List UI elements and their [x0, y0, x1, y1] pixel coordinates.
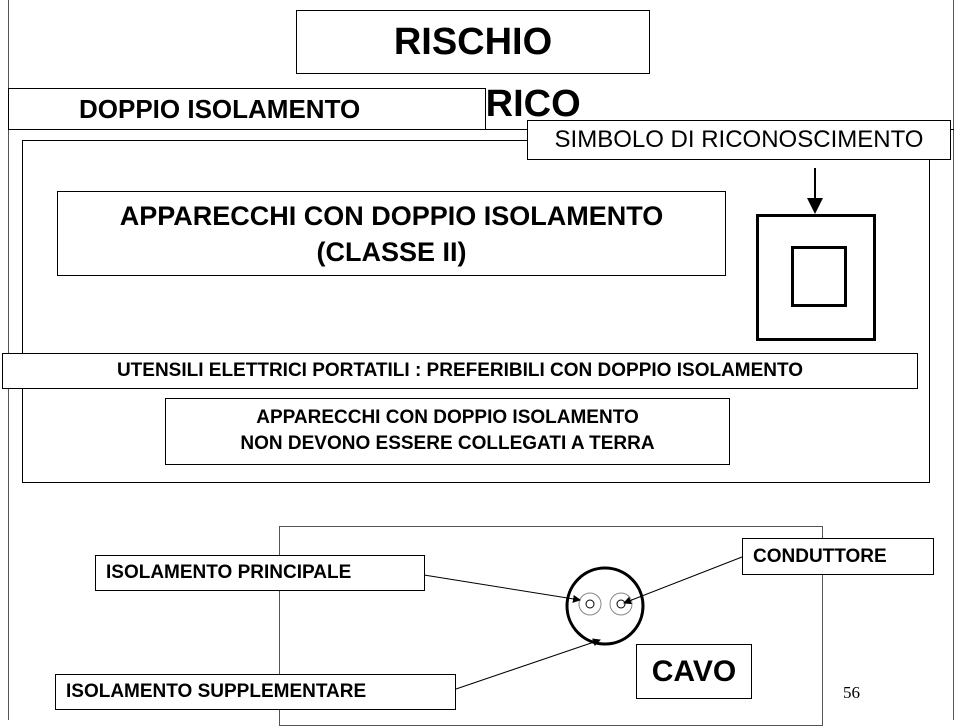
cable-outer-sheath [565, 566, 645, 646]
symbol-label: SIMBOLO DI RICONOSCIMENTO [527, 120, 951, 160]
conductor-leader [623, 556, 743, 605]
class-ii-line2: (CLASSE II) [316, 237, 467, 267]
cable-label: CAVO [636, 644, 752, 699]
content-frame [22, 140, 930, 483]
main-insulation-label: ISOLAMENTO PRINCIPALE [95, 555, 425, 591]
class-ii-symbol-icon [756, 214, 876, 341]
class-ii-line1: APPARECCHI CON DOPPIO ISOLAMENTO [119, 201, 664, 231]
supplementary-insulation-leader [455, 638, 601, 690]
conductor-left-insulation [578, 592, 602, 616]
tools-note: UTENSILI ELETTRICI PORTATILI : PREFERIBI… [2, 353, 918, 389]
class-ii-symbol-inner [791, 246, 847, 307]
earth-note: APPARECCHI CON DOPPIO ISOLAMENTO NON DEV… [165, 398, 730, 465]
main-insulation-leader [423, 574, 581, 603]
section-subtitle: DOPPIO ISOLAMENTO [8, 88, 486, 130]
class-ii-box: APPARECCHI CON DOPPIO ISOLAMENTO (CLASSE… [57, 191, 726, 276]
conductor-label: CONDUTTORE [742, 538, 934, 575]
conductor-right [616, 599, 626, 609]
earth-note-line1: APPARECCHI CON DOPPIO ISOLAMENTO [256, 407, 639, 428]
supplementary-insulation-label: ISOLAMENTO SUPPLEMENTARE [55, 674, 456, 710]
earth-note-line2: NON DEVONO ESSERE COLLEGATI A TERRA [240, 433, 655, 454]
conductor-right-insulation [609, 592, 633, 616]
conductor-left [585, 599, 595, 609]
page-number: 56 [843, 683, 860, 702]
